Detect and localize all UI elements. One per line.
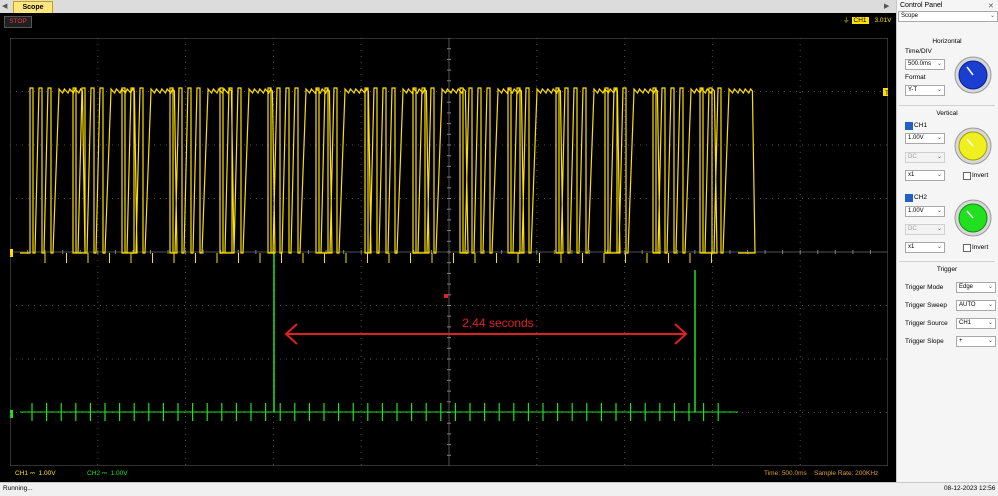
- ch1-invert-label: Invert: [972, 172, 989, 179]
- ch2-scale-label: CH2 ⎓ 1.00V: [87, 470, 128, 477]
- checkbox-checked-icon[interactable]: [905, 194, 913, 202]
- trigger-position-marker: [444, 294, 448, 298]
- chevron-left-icon[interactable]: ◀: [2, 3, 8, 10]
- ch2-probe-select[interactable]: x1⌄: [905, 242, 945, 253]
- trigger-title: Trigger: [936, 266, 958, 273]
- trigger-slope-label: Trigger Slope: [905, 338, 944, 345]
- time-info: Time: 500.0ms Sample Rate: 200KHz: [764, 470, 879, 477]
- tab-scope[interactable]: Scope: [13, 1, 53, 13]
- divider: [899, 105, 995, 106]
- chevron-down-icon: ⌄: [936, 135, 942, 141]
- status-datetime: 08-12-2023 12:56: [944, 485, 996, 492]
- vertical-title: Vertical: [936, 110, 958, 117]
- chevron-right-icon[interactable]: ▶: [884, 3, 890, 10]
- timebase-knob-icon[interactable]: [954, 56, 992, 94]
- ch2-enable-label: CH2: [914, 194, 928, 201]
- chevron-down-icon: ⌄: [936, 208, 942, 214]
- checkbox-checked-icon[interactable]: [905, 122, 913, 130]
- waveform-graticule[interactable]: 1 2 T 2,44 seconds: [10, 38, 888, 466]
- run-stop-button[interactable]: STOP: [4, 16, 32, 28]
- annotation-label: 2,44 seconds: [462, 316, 533, 330]
- ch1-coupling-select[interactable]: DC⌄: [905, 152, 945, 163]
- ch1-invert-checkbox[interactable]: [963, 172, 971, 180]
- ch1-scale-label: CH1 ⎓ 1.00V: [15, 470, 56, 477]
- status-bar: [0, 482, 998, 496]
- ch1-level-marker[interactable]: 1: [10, 249, 13, 258]
- timediv-label: Time/DIV: [905, 48, 932, 55]
- trigger-slope-select[interactable]: +⌄: [956, 336, 996, 347]
- format-select[interactable]: Y-T⌄: [905, 85, 945, 96]
- ch1-probe-select[interactable]: x1⌄: [905, 170, 945, 181]
- ch2-volts-knob-icon[interactable]: [954, 199, 992, 237]
- chevron-down-icon: ⌄: [987, 320, 993, 326]
- status-text: Running...: [3, 485, 33, 492]
- trigger-indicator: ⏚CH1 3.01V: [843, 16, 892, 26]
- tab-bar: [0, 0, 896, 14]
- trigger-source-label: Trigger Source: [905, 320, 948, 327]
- chevron-down-icon: ⌄: [936, 244, 942, 250]
- scope-info-bar: [0, 467, 896, 481]
- trigger-channel: CH1: [851, 17, 869, 24]
- svg-text:1: 1: [10, 252, 11, 258]
- ch2-level-marker[interactable]: 2: [10, 410, 13, 419]
- ch1-volts-knob-icon[interactable]: [954, 127, 992, 165]
- chevron-down-icon: ⌄: [987, 338, 993, 344]
- trigger-sweep-select[interactable]: AUTO⌄: [956, 300, 996, 311]
- chevron-down-icon: ⌄: [987, 302, 993, 308]
- close-icon[interactable]: ✕: [988, 3, 994, 10]
- trigger-sweep-label: Trigger Sweep: [905, 302, 948, 309]
- timediv-select[interactable]: 500.0ms⌄: [905, 59, 945, 70]
- svg-text:2: 2: [10, 413, 11, 419]
- sample-rate: Sample Rate: 200KHz: [813, 470, 879, 477]
- chevron-down-icon: ⌄: [987, 284, 993, 290]
- chevron-down-icon: ⌄: [936, 172, 942, 178]
- svg-text:T: T: [885, 91, 888, 97]
- divider: [899, 261, 995, 262]
- ch2-volts-select[interactable]: 1.00V⌄: [905, 206, 945, 217]
- format-label: Format: [905, 74, 926, 81]
- chevron-down-icon: ⌄: [936, 87, 942, 93]
- ch2-invert-checkbox[interactable]: [963, 244, 971, 252]
- ch1-volts-select[interactable]: 1.00V⌄: [905, 133, 945, 144]
- view-select[interactable]: Scope⌄: [898, 11, 998, 22]
- horizontal-title: Horizontal: [932, 38, 962, 45]
- trigger-level-marker[interactable]: T: [883, 88, 888, 97]
- panel-title: Control Panel: [900, 2, 943, 9]
- ch2-coupling-select[interactable]: DC⌄: [905, 224, 945, 235]
- trigger-edge-icon: ⏚: [843, 17, 850, 24]
- ch1-waveform: [20, 87, 756, 263]
- time-span-annotation: 2,44 seconds: [284, 316, 688, 345]
- chevron-down-icon: ⌄: [936, 61, 942, 67]
- chevron-down-icon: ⌄: [936, 226, 942, 232]
- trigger-source-select[interactable]: CH1⌄: [956, 318, 996, 329]
- chevron-down-icon: ⌄: [936, 154, 942, 160]
- trigger-mode-label: Trigger Mode: [905, 284, 944, 291]
- chevron-down-icon: ⌄: [989, 13, 995, 19]
- trigger-mode-select[interactable]: Edge⌄: [956, 282, 996, 293]
- ch1-enable-label: CH1: [914, 122, 928, 129]
- ch2-invert-label: Invert: [972, 244, 989, 251]
- trigger-level: 3.01V: [874, 17, 892, 24]
- ch2-waveform: [20, 253, 738, 421]
